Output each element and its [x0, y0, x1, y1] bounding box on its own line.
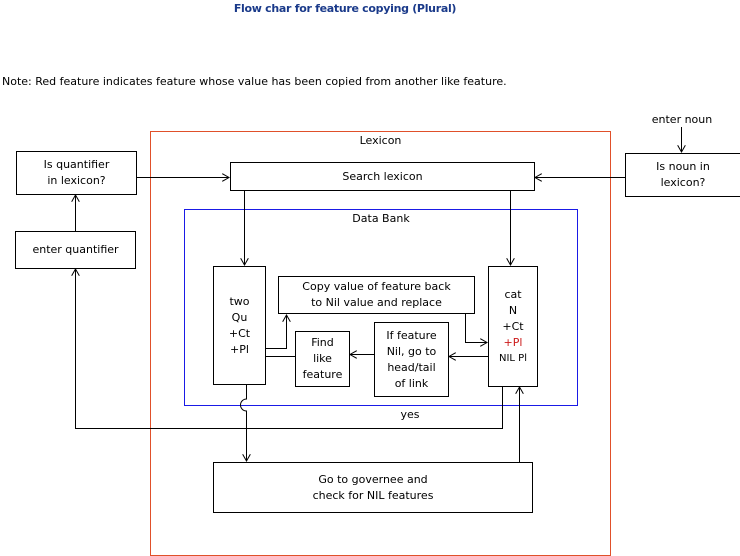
legend-note: Note: Red feature indicates feature whos…: [2, 75, 507, 88]
lexicon-label: Lexicon: [359, 134, 402, 147]
quantifier-category: Qu: [231, 310, 248, 324]
enter-quantifier-box: enter quantifier: [15, 231, 136, 269]
search-lexicon-box: Search lexicon: [230, 162, 535, 191]
noun-nil-feature: NIL Pl: [499, 352, 527, 364]
enter-noun-label: enter noun: [651, 113, 713, 126]
noun-entry-box: cat N +Ct +Pl NIL Pl: [488, 266, 538, 387]
go-to-governee-box: Go to governee and check for NIL feature…: [213, 462, 533, 513]
yes-label: yes: [400, 408, 420, 421]
quantifier-feature-count: +Ct: [228, 326, 251, 340]
diagram-title: Flow char for feature copying (Plural): [233, 2, 457, 15]
find-like-feature-box: Find like feature: [295, 331, 350, 387]
quantifier-feature-plural: +Pl: [230, 342, 249, 356]
quantifier-word: two: [229, 294, 250, 308]
arrow-yes-loop: [76, 269, 503, 429]
noun-copied-feature: +Pl: [503, 335, 523, 349]
is-quantifier-in-lexicon-box: Is quantifier in lexicon?: [16, 151, 137, 195]
data-bank-container: [184, 209, 578, 406]
noun-word: cat: [504, 287, 522, 301]
copy-value-box: Copy value of feature back to Nil value …: [278, 276, 475, 314]
arrow-copy-to-cat: [465, 313, 488, 343]
noun-category: N: [508, 303, 518, 317]
quantifier-entry-box: two Qu +Ct +Pl: [213, 266, 266, 385]
arrow-pl-to-copy: [256, 315, 287, 349]
if-feature-nil-box: If feature Nil, go to head/tail of link: [374, 322, 449, 397]
data-bank-label: Data Bank: [352, 212, 410, 225]
arrow-qu-to-governee: [240, 384, 247, 461]
is-noun-in-lexicon-box: Is noun in lexicon?: [625, 153, 740, 197]
noun-feature-count: +Ct: [502, 319, 524, 333]
